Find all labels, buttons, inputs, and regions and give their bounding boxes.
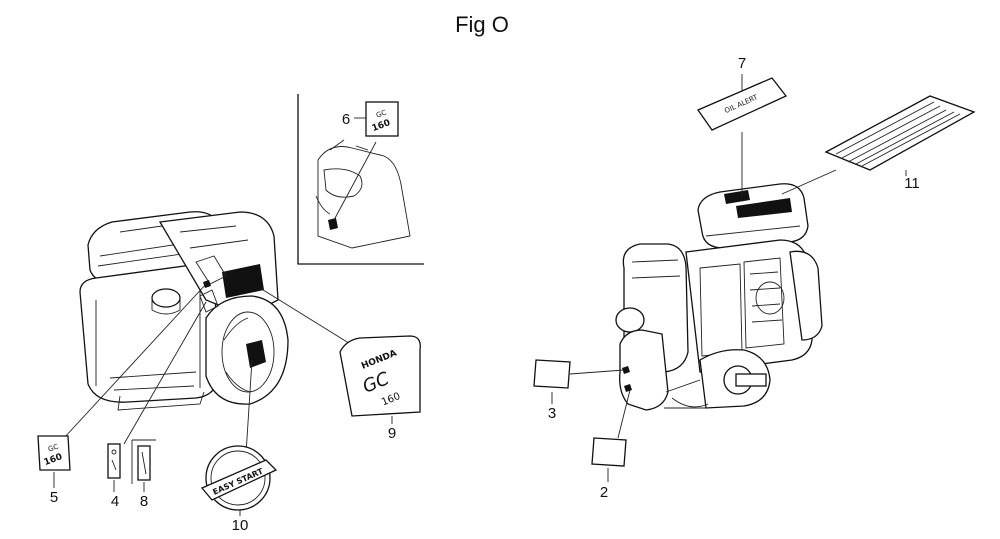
part-4-strip bbox=[107, 443, 121, 479]
part-8-strip bbox=[131, 439, 156, 484]
part-10-emblem: EASY START bbox=[200, 445, 278, 511]
callout-6: 6 bbox=[342, 111, 350, 128]
inset-badge-top-text: GC bbox=[375, 109, 388, 120]
part-3-label bbox=[533, 359, 571, 389]
callout-7: 7 bbox=[738, 55, 746, 72]
callout-3: 3 bbox=[548, 405, 556, 422]
callout-numbers: 2 3 4 5 6 7 8 9 10 11 bbox=[50, 55, 920, 534]
callout-5: 5 bbox=[50, 489, 58, 506]
inset-gc160-badge: GC 160 bbox=[365, 101, 399, 137]
part-5-badge-top-text: GC bbox=[47, 443, 60, 454]
right-engine-illustration bbox=[615, 183, 823, 411]
left-engine-illustration bbox=[79, 211, 289, 411]
callout-9: 9 bbox=[388, 425, 396, 442]
callout-10: 10 bbox=[232, 517, 249, 534]
part-7-oil-alert-label: OIL ALERT bbox=[697, 77, 788, 131]
part-2-label bbox=[591, 437, 627, 467]
callout-8: 8 bbox=[140, 493, 148, 510]
callout-ticks bbox=[53, 392, 609, 516]
callout-4: 4 bbox=[111, 493, 119, 510]
part-5-badge: GC 160 bbox=[37, 435, 71, 471]
callout-2: 2 bbox=[600, 484, 608, 501]
inset-detail-view: GC 160 bbox=[297, 94, 424, 265]
figure-title: Fig O bbox=[455, 12, 509, 37]
part-11-long-label bbox=[824, 95, 976, 171]
callout-11: 11 bbox=[904, 175, 920, 192]
part-9-model-badge: HONDA GC 160 bbox=[339, 335, 421, 417]
left-leader-lines bbox=[63, 283, 361, 455]
